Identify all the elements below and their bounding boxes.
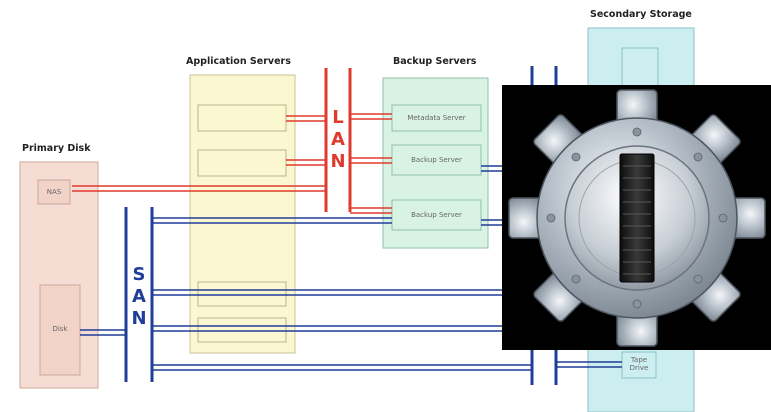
backup-server-box-1	[391, 144, 482, 176]
storage-box-top	[621, 47, 659, 89]
secondary-storage-title: Secondary Storage	[590, 9, 692, 20]
app-server-slot-2	[197, 149, 287, 177]
backup-servers-title: Backup Servers	[393, 56, 477, 67]
lan-letter-l: L	[332, 107, 344, 128]
metadata-server-label: Metadata Server	[407, 114, 466, 122]
nas-label: NAS	[46, 188, 62, 196]
app-server-slot-1	[197, 104, 287, 132]
gear-overlay-panel	[502, 85, 771, 350]
disk-label: Disk	[52, 325, 68, 333]
tape-drive-box	[621, 351, 657, 379]
metadata-server-box	[391, 104, 482, 132]
lan-letter-a: A	[331, 129, 345, 150]
gear-icon	[508, 89, 766, 347]
nas-box	[37, 179, 71, 205]
backup-server-label-2: Backup Server	[411, 211, 462, 219]
app-server-slot-4	[197, 317, 287, 343]
san-letter-n: N	[131, 308, 147, 329]
san-letter-s: S	[132, 264, 146, 285]
disk-box	[39, 284, 81, 376]
tape-drive-label: Tape Drive	[629, 356, 649, 372]
backup-server-box-2	[391, 199, 482, 231]
primary-disk-title: Primary Disk	[22, 143, 91, 154]
app-server-slot-3	[197, 281, 287, 307]
san-letter-a: A	[132, 286, 146, 307]
backup-server-label-1: Backup Server	[411, 156, 462, 164]
lan-network	[72, 68, 392, 214]
application-servers-title: Application Servers	[186, 56, 291, 67]
lan-letter-n: N	[330, 151, 346, 172]
